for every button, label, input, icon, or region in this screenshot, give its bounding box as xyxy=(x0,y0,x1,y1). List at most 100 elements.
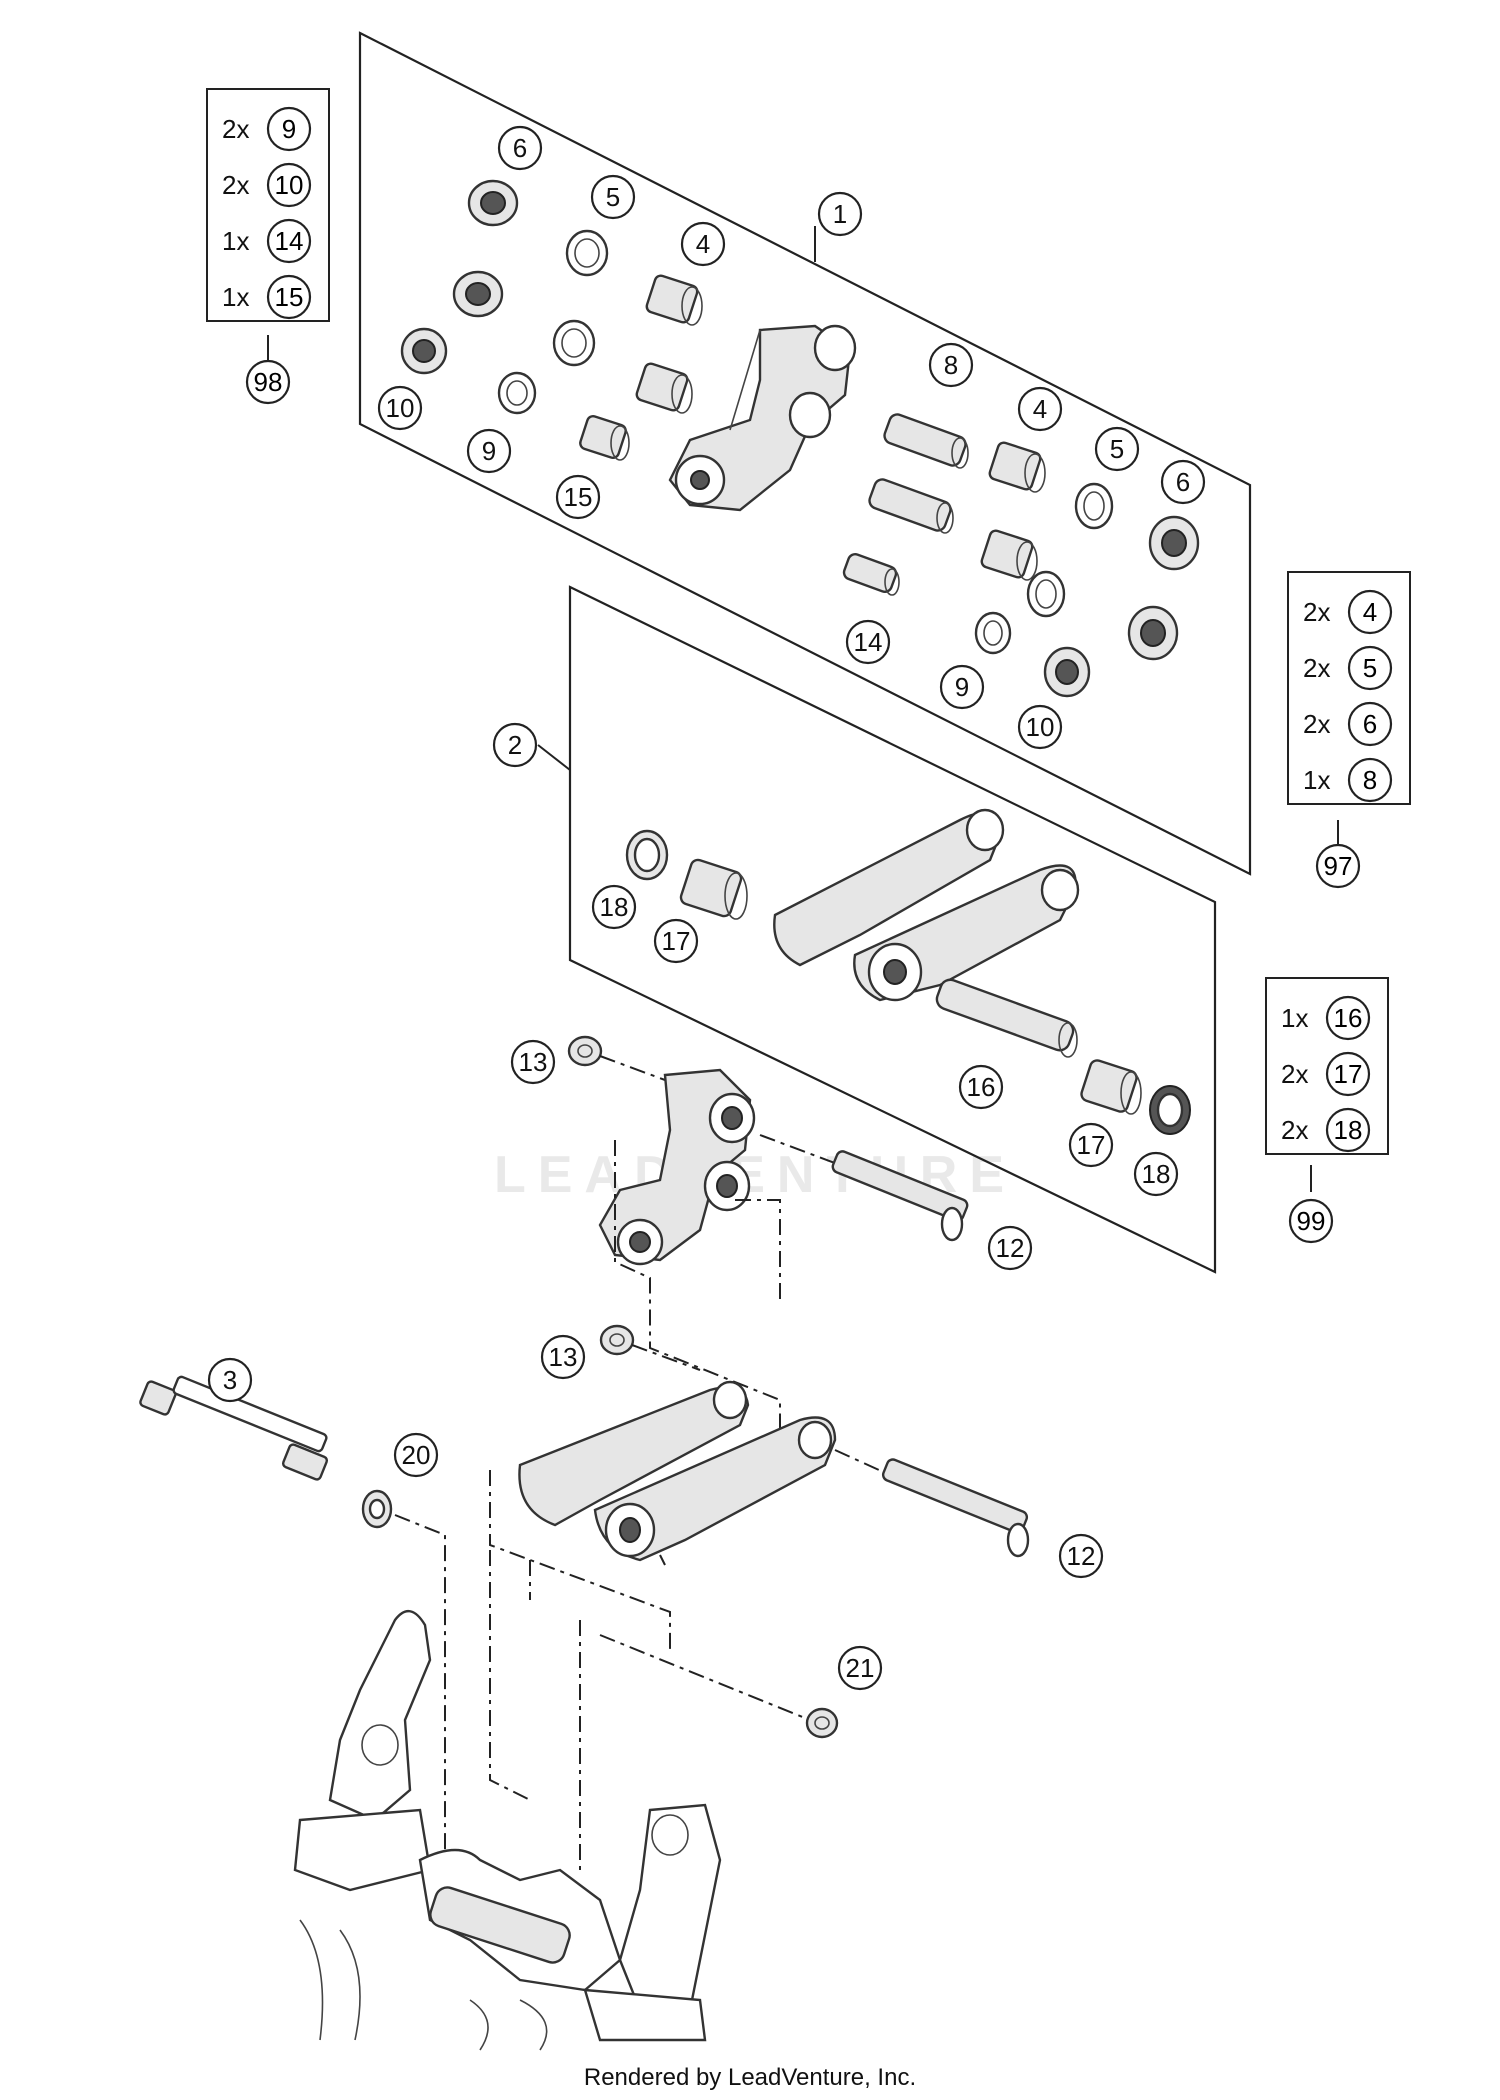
callout-number: 18 xyxy=(1142,1159,1171,1189)
bearing-part xyxy=(635,362,693,414)
kit-qty: 1x xyxy=(1303,765,1330,795)
bolt-part xyxy=(831,1150,969,1242)
long-bolt-part xyxy=(139,1375,329,1481)
callout-circle xyxy=(1068,1122,1114,1168)
seal-part xyxy=(1149,1085,1191,1135)
callout-17: 17 xyxy=(1068,1122,1114,1168)
callout-circle xyxy=(1017,386,1063,432)
callout-6: 6 xyxy=(1160,459,1206,505)
kit-qty: 2x xyxy=(1303,597,1330,627)
callout-1: 1 xyxy=(817,191,863,237)
callout-number: 10 xyxy=(1026,712,1055,742)
callout-number: 2 xyxy=(508,730,522,760)
nut-part xyxy=(805,1707,839,1739)
seal-part xyxy=(1127,605,1179,661)
callout-number: 13 xyxy=(519,1047,548,1077)
callout-circle xyxy=(1058,1533,1104,1579)
panel-1-parts xyxy=(400,179,1200,698)
kit-part-circle xyxy=(1325,995,1371,1041)
seal-part xyxy=(625,829,669,881)
callout-number: 20 xyxy=(402,1440,431,1470)
kit-id-number: 97 xyxy=(1324,851,1353,881)
callout-number: 10 xyxy=(386,393,415,423)
callout-circle xyxy=(207,1357,253,1403)
kit-part-number: 16 xyxy=(1334,1003,1363,1033)
callout-circle xyxy=(958,1064,1004,1110)
callout-6: 6 xyxy=(497,125,543,171)
callout-circle xyxy=(497,125,543,171)
callout-labels: 1234455668991010121213131415161717181820… xyxy=(207,125,1206,1691)
callout-17: 17 xyxy=(653,918,699,964)
callout-circle xyxy=(1094,426,1140,472)
kit-part-number: 5 xyxy=(1363,653,1377,683)
bolt-part xyxy=(881,1458,1030,1558)
callout-circle xyxy=(591,884,637,930)
callout-circle xyxy=(555,474,601,520)
bearing-part xyxy=(579,415,630,461)
callout-circle xyxy=(393,1432,439,1478)
seal-part xyxy=(400,327,448,375)
panel-2-parts xyxy=(625,808,1191,1135)
callout-circle xyxy=(466,428,512,474)
kit-qty: 2x xyxy=(1281,1059,1308,1089)
callout-circle xyxy=(987,1225,1033,1271)
callout-number: 17 xyxy=(1077,1130,1106,1160)
panel-kit-2 xyxy=(537,585,1217,1274)
callout-circle xyxy=(590,174,636,220)
callout-number: 14 xyxy=(854,627,883,657)
panel-kit-1 xyxy=(358,31,1252,876)
kit-part-number: 6 xyxy=(1363,709,1377,739)
callout-5: 5 xyxy=(1094,426,1140,472)
bearing-part xyxy=(679,858,748,920)
callout-2: 2 xyxy=(492,722,538,768)
kit-qty: 2x xyxy=(222,114,249,144)
callout-4: 4 xyxy=(680,221,726,267)
kit-part-circle xyxy=(266,106,312,152)
callout-13: 13 xyxy=(540,1334,586,1380)
sleeve-part xyxy=(868,478,954,534)
callout-circle xyxy=(1133,1151,1179,1197)
kit-part-circle xyxy=(1325,1051,1371,1097)
kit-id-number: 99 xyxy=(1297,1206,1326,1236)
callout-circle xyxy=(540,1334,586,1380)
bearing-part xyxy=(988,441,1046,493)
frame-part xyxy=(293,1610,722,2051)
kit-part-circle xyxy=(266,218,312,264)
kit-part-number: 9 xyxy=(282,114,296,144)
callout-9: 9 xyxy=(466,428,512,474)
seal-part xyxy=(1043,646,1091,698)
nut-part xyxy=(567,1035,603,1067)
callout-number: 21 xyxy=(846,1653,875,1683)
kit-part-number: 17 xyxy=(1334,1059,1363,1089)
callout-number: 15 xyxy=(564,482,593,512)
linkage-lever-part xyxy=(668,324,857,512)
kit-part-number: 15 xyxy=(275,282,304,312)
callout-circle xyxy=(492,722,538,768)
callout-number: 6 xyxy=(513,133,527,163)
assembled-linkage xyxy=(139,1035,1030,2051)
lever-part xyxy=(598,1068,756,1266)
callout-12: 12 xyxy=(987,1225,1033,1271)
callout-number: 3 xyxy=(223,1365,237,1395)
footer-credit: Rendered by LeadVenture, Inc. xyxy=(583,2064,917,2091)
callout-3: 3 xyxy=(207,1357,253,1403)
callout-circle xyxy=(845,619,891,665)
callout-13: 13 xyxy=(510,1039,556,1085)
bearing-part xyxy=(980,529,1038,581)
washer-part xyxy=(552,319,596,367)
callout-circle xyxy=(928,342,974,388)
callout-number: 4 xyxy=(696,229,710,259)
kit-part-number: 14 xyxy=(275,226,304,256)
callout-number: 18 xyxy=(600,892,629,922)
kit-part-circle xyxy=(266,274,312,320)
pull-rod-part xyxy=(773,808,1080,1002)
kit-qty: 1x xyxy=(222,226,249,256)
kit-qty: 1x xyxy=(1281,1003,1308,1033)
callout-16: 16 xyxy=(958,1064,1004,1110)
callout-number: 4 xyxy=(1033,394,1047,424)
washer-part xyxy=(1026,570,1066,618)
callout-number: 6 xyxy=(1176,467,1190,497)
callout-number: 5 xyxy=(1110,434,1124,464)
